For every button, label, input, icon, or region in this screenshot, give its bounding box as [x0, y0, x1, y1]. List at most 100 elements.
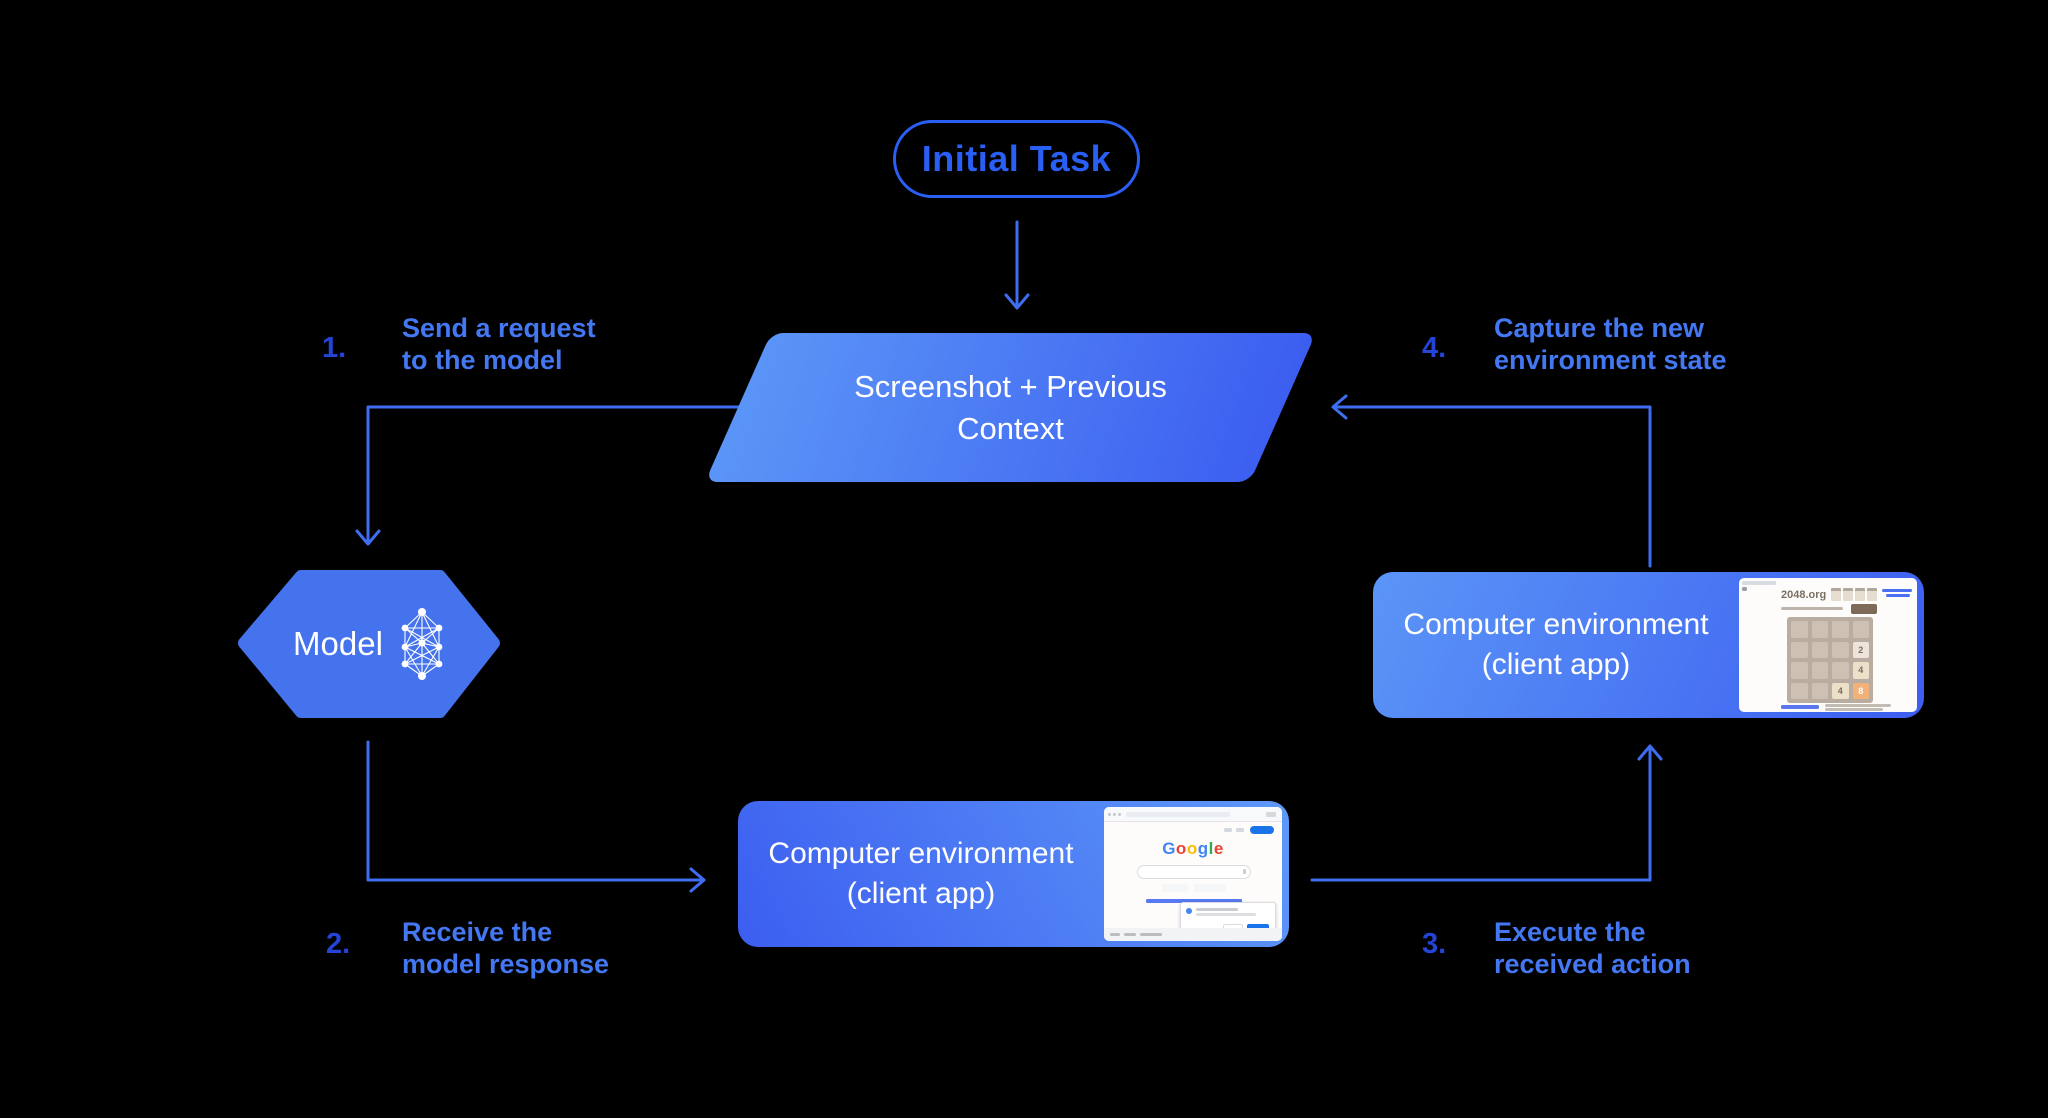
mini-offer-link — [1146, 899, 1242, 903]
score-box — [1843, 588, 1853, 601]
step-2-line2: model response — [402, 949, 610, 979]
board-cell — [1791, 662, 1808, 679]
board-cell — [1832, 621, 1849, 638]
step-1-number: 1. — [322, 332, 347, 364]
env-right-line1: Computer environment — [1403, 608, 1709, 641]
window-dot-icon — [1113, 813, 1116, 816]
arrow-env-bottom-to-env-right — [1310, 744, 1663, 882]
step-3-line2: received action — [1494, 949, 1691, 979]
dialog-icon — [1186, 908, 1192, 914]
step-4-line2: environment state — [1494, 345, 1727, 375]
mini-browser-icons — [1266, 812, 1276, 817]
arrow-env-right-to-screenshot — [1331, 394, 1652, 568]
env-right-line2: (client app) — [1481, 648, 1631, 681]
mini-link-text — [1781, 705, 1819, 709]
thumbnail-2048-screenshot: 2048.org 2 4 — [1739, 578, 1917, 712]
mini-address-bar — [1126, 812, 1230, 817]
computer-env-right-node: Computer environment (client app) 2048.o… — [1373, 572, 1924, 718]
window-dot-icon — [1118, 813, 1121, 816]
mini-caption-text — [1825, 708, 1883, 711]
mini-caption-text — [1825, 704, 1891, 707]
mini-link-text — [1886, 594, 1910, 597]
step-2-number: 2. — [326, 928, 351, 960]
board-cell — [1791, 682, 1808, 699]
step-4-label: Capture the new environment state — [1494, 312, 1727, 376]
mini-browser-bar — [1104, 807, 1282, 822]
board-cell — [1832, 641, 1849, 658]
initial-task-label: Initial Task — [921, 138, 1112, 179]
board-cell — [1811, 682, 1828, 699]
window-dot-icon — [1108, 813, 1111, 816]
logo-letter: G — [1162, 839, 1176, 858]
step-2-line1: Receive the — [402, 917, 553, 947]
step-3-label: Execute the received action — [1494, 916, 1691, 980]
tile-4: 4 — [1852, 662, 1869, 679]
arrow-screenshot-to-model — [355, 405, 744, 546]
board-cell — [1811, 621, 1828, 638]
score-box — [1855, 588, 1865, 601]
site-title-2048: 2048.org — [1781, 589, 1827, 601]
game-2048-board: 2 4 4 8 — [1787, 617, 1873, 703]
logo-letter: o — [1175, 839, 1187, 858]
mini-caption-text — [1781, 607, 1843, 610]
screenshot-context-line1: Screenshot + Previous — [854, 368, 1167, 404]
step-3-number: 3. — [1422, 928, 1447, 960]
footer-link — [1140, 933, 1162, 936]
screenshot-context-node: Screenshot + Previous Context — [704, 333, 1317, 482]
logo-letter: o — [1186, 839, 1198, 858]
board-cell — [1811, 662, 1828, 679]
logo-letter: l — [1208, 839, 1214, 858]
arrow-task-to-screenshot — [1004, 220, 1030, 310]
computer-env-bottom-node: Computer environment (client app) Google — [738, 801, 1289, 947]
mini-back-icon — [1742, 587, 1747, 591]
tile-8: 8 — [1852, 682, 1869, 699]
arrow-model-to-env-bottom — [366, 740, 706, 893]
board-cell — [1832, 662, 1849, 679]
step-4-line1: Capture the new — [1494, 313, 1705, 343]
board-cell — [1811, 641, 1828, 658]
mini-header-link — [1224, 828, 1232, 832]
env-right-label: Computer environment (client app) — [1373, 605, 1739, 685]
screenshot-context-line2: Context — [957, 410, 1064, 446]
tile-4: 4 — [1832, 682, 1849, 699]
neural-network-icon — [401, 608, 443, 680]
logo-letter: g — [1197, 839, 1209, 858]
env-bottom-line1: Computer environment — [768, 837, 1074, 870]
search-button — [1162, 884, 1188, 892]
step-3-line1: Execute the — [1494, 917, 1646, 947]
footer-link — [1124, 933, 1136, 936]
model-hexagon — [238, 570, 500, 718]
mini-header-link — [1236, 828, 1244, 832]
model-label: Model — [293, 625, 383, 662]
mini-footer — [1104, 928, 1282, 941]
sign-in-button — [1250, 826, 1274, 834]
step-2-label: Receive the model response — [402, 916, 609, 980]
dialog-text — [1196, 913, 1256, 916]
dialog-text — [1196, 908, 1238, 911]
env-bottom-line2: (client app) — [846, 877, 996, 910]
model-node: Model — [239, 571, 499, 717]
mini-tab-strip — [1742, 581, 1776, 585]
google-logo: Google — [1104, 839, 1282, 859]
tile-2: 2 — [1852, 641, 1869, 658]
board-cell — [1791, 641, 1808, 658]
footer-link — [1110, 933, 1120, 936]
thumbnail-google-screenshot: Google — [1104, 807, 1282, 941]
lucky-button — [1194, 884, 1226, 892]
step-1-line1: Send a request — [402, 313, 596, 343]
board-cell — [1791, 621, 1808, 638]
board-cell — [1852, 621, 1869, 638]
mini-search-bar — [1137, 865, 1251, 879]
step-1-line2: to the model — [402, 345, 563, 375]
score-box — [1831, 588, 1841, 601]
env-bottom-label: Computer environment (client app) — [738, 834, 1104, 914]
initial-task-pill: Initial Task — [893, 120, 1140, 198]
mini-link-text — [1882, 589, 1912, 592]
score-box — [1867, 588, 1877, 601]
mic-icon — [1243, 869, 1246, 874]
new-game-button — [1851, 604, 1877, 614]
step-4-number: 4. — [1422, 332, 1447, 364]
step-1-label: Send a request to the model — [402, 312, 596, 376]
